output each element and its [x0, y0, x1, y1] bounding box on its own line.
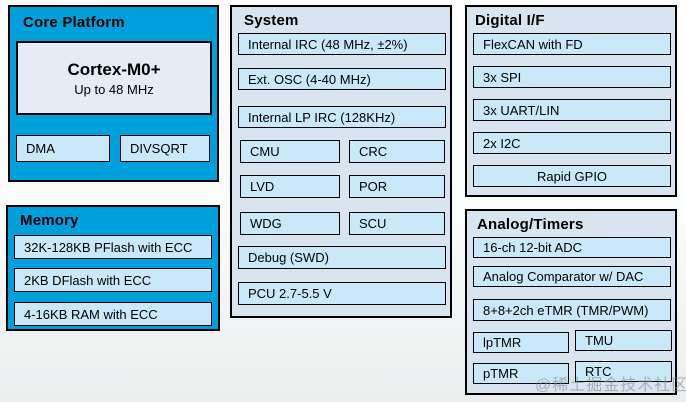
memory-title: Memory [20, 212, 79, 229]
system-panel: System Internal IRC (48 MHz, ±2%) Ext. O… [230, 5, 452, 318]
item-flexcan: FlexCAN with FD [473, 33, 671, 55]
item-rtc: RTC [575, 361, 672, 382]
item-dflash: 2KB DFlash with ECC [14, 268, 212, 292]
memory-panel: Memory 32K-128KB PFlash with ECC 2KB DFl… [6, 205, 220, 331]
item-ram: 4-16KB RAM with ECC [14, 302, 212, 326]
item-ext-osc: Ext. OSC (4-40 MHz) [238, 68, 446, 90]
item-lvd: LVD [240, 175, 340, 198]
item-scu: SCU [349, 212, 445, 235]
item-dma: DMA [16, 135, 110, 162]
cpu-name: Cortex-M0+ [67, 59, 161, 79]
item-uart-lin: 3x UART/LIN [473, 99, 671, 121]
system-title: System [244, 12, 299, 29]
item-wdg: WDG [240, 212, 340, 235]
item-rapid-gpio: Rapid GPIO [473, 165, 671, 187]
item-crc: CRC [349, 140, 445, 163]
item-ptmr: pTMR [473, 363, 569, 384]
item-comparator: Analog Comparator w/ DAC [473, 266, 671, 287]
cpu-subtitle: Up to 48 MHz [74, 81, 154, 97]
item-cmu: CMU [240, 140, 340, 163]
item-tmu: TMU [575, 330, 672, 351]
item-lp-irc: Internal LP IRC (128KHz) [238, 106, 446, 128]
item-etmr: 8+8+2ch eTMR (TMR/PWM) [473, 299, 671, 321]
item-i2c: 2x I2C [473, 132, 671, 154]
core-platform-title: Core Platform [23, 14, 125, 31]
item-internal-irc: Internal IRC (48 MHz, ±2%) [238, 33, 446, 55]
analog-timers-panel: Analog/Timers 16-ch 12-bit ADC Analog Co… [465, 209, 677, 395]
item-pflash: 32K-128KB PFlash with ECC [14, 235, 212, 259]
digital-if-panel: Digital I/F FlexCAN with FD 3x SPI 3x UA… [465, 5, 677, 197]
analog-timers-title: Analog/Timers [477, 216, 584, 233]
item-adc: 16-ch 12-bit ADC [473, 237, 671, 258]
item-lptmr: lpTMR [473, 332, 569, 353]
item-spi: 3x SPI [473, 66, 671, 88]
item-divsqrt: DIVSQRT [120, 135, 210, 162]
item-por: POR [349, 175, 445, 198]
item-pcu: PCU 2.7-5.5 V [238, 282, 446, 305]
core-platform-panel: Core Platform Cortex-M0+ Up to 48 MHz DM… [8, 5, 219, 182]
cortex-m0-box: Cortex-M0+ Up to 48 MHz [16, 41, 212, 115]
item-debug-swd: Debug (SWD) [238, 246, 446, 269]
digital-if-title: Digital I/F [475, 12, 545, 29]
